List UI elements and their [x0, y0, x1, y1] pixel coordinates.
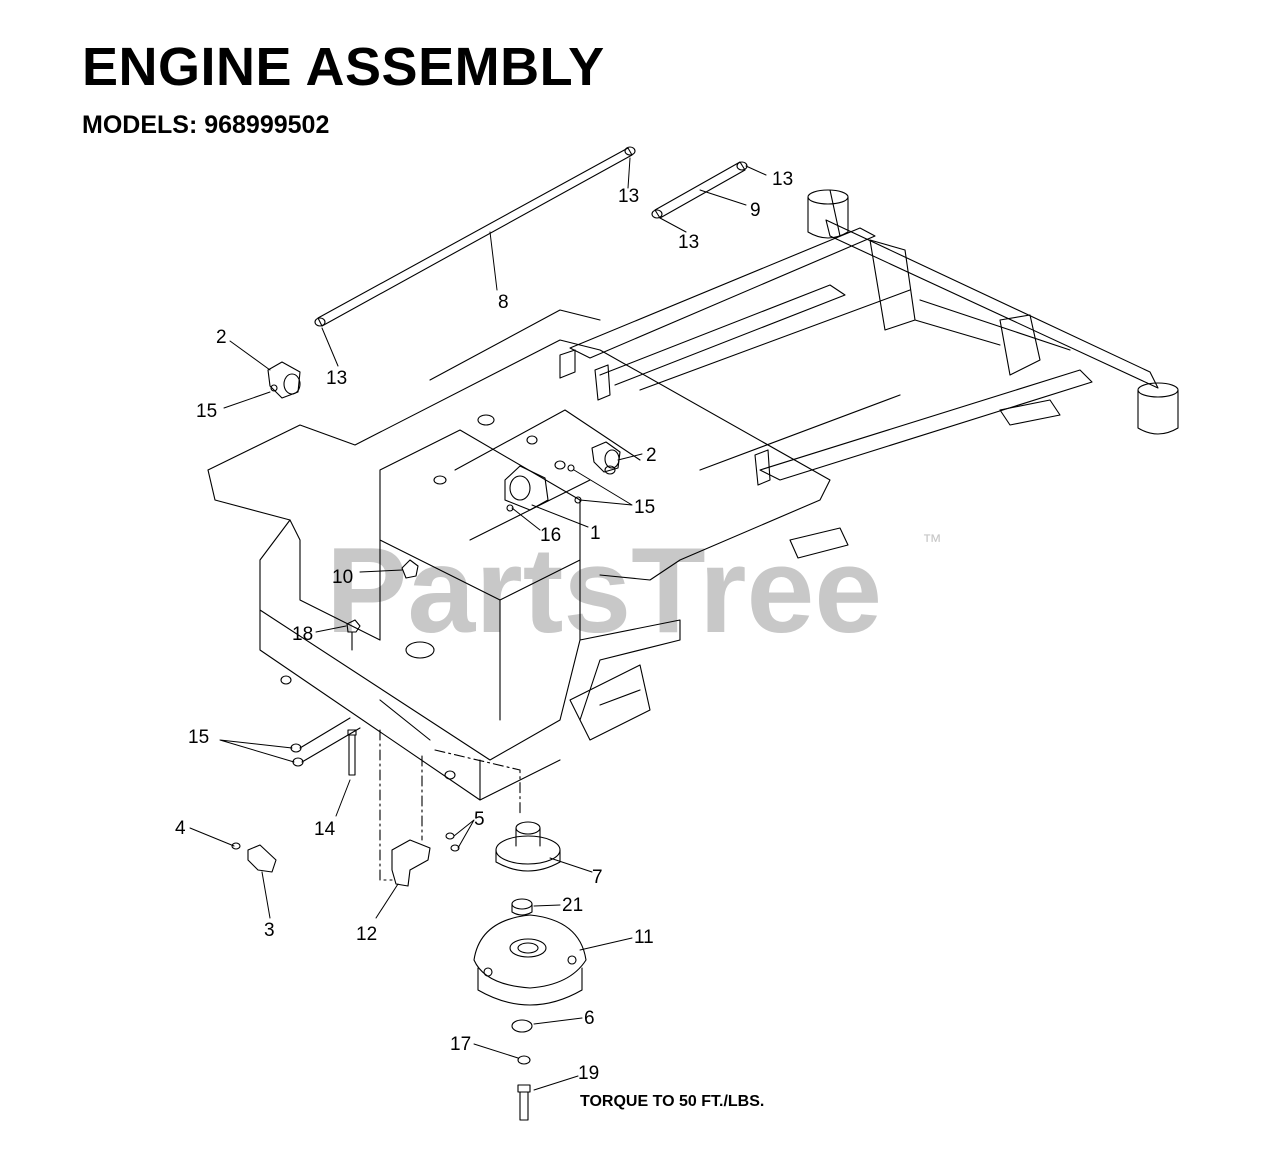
- rod-8: [314, 146, 636, 327]
- callout-15-center: 15: [634, 497, 655, 518]
- clutch-11: [473, 914, 587, 1006]
- callout-2-center: 2: [646, 445, 657, 466]
- callout-15-lower: 15: [188, 727, 209, 748]
- fitting-2-upper: [267, 361, 301, 399]
- torque-note: TORQUE TO 50 FT./LBS.: [580, 1093, 764, 1110]
- bolt-14: [347, 729, 357, 776]
- callout-13-top: 13: [618, 186, 639, 207]
- callout-5: 5: [474, 809, 485, 830]
- spacer-21: [511, 898, 533, 916]
- callout-14: 14: [314, 819, 336, 840]
- callout-6: 6: [584, 1008, 595, 1029]
- callout-15-upper: 15: [196, 401, 217, 422]
- callout-18: 18: [292, 624, 313, 645]
- callout-9: 9: [750, 200, 761, 221]
- rear-frame: [569, 189, 1179, 559]
- callout-1: 1: [590, 523, 601, 544]
- models-subtitle: MODELS: 968999502: [82, 111, 330, 139]
- pulley-7: [495, 821, 561, 872]
- callout-21: 21: [562, 895, 583, 916]
- callout-11: 11: [634, 927, 654, 948]
- washer-6: [511, 1019, 533, 1033]
- bracket-12: [391, 832, 460, 887]
- leader-lines: [189, 157, 767, 1091]
- callout-8: 8: [498, 292, 509, 313]
- callout-19: 19: [578, 1063, 599, 1084]
- callout-2-upper: 2: [216, 327, 227, 348]
- valve-1: [504, 465, 549, 512]
- chassis-frame: [207, 309, 831, 801]
- callout-3: 3: [264, 920, 275, 941]
- callout-10: 10: [332, 567, 353, 588]
- callout-13-mid: 13: [678, 232, 699, 253]
- fitting-10: [401, 559, 419, 579]
- callout-17: 17: [450, 1034, 471, 1055]
- callout-7: 7: [592, 867, 603, 888]
- callout-13-right: 13: [772, 169, 793, 190]
- alignment-lines: [379, 729, 521, 881]
- callout-labels: 2 15 13 13 8 13 9 13 2 15 1 16 10 18 15 …: [175, 169, 793, 1084]
- nuts-15-lower: [290, 717, 361, 767]
- nut-18: [346, 619, 361, 651]
- trademark-symbol: ™: [922, 531, 942, 553]
- callout-4: 4: [175, 818, 186, 839]
- fitting-2-center: [567, 441, 621, 504]
- fitting-3: [231, 842, 277, 873]
- callout-12: 12: [356, 924, 377, 945]
- watermark: PartsTree: [326, 522, 882, 658]
- callout-13-left: 13: [326, 368, 347, 389]
- page-title: ENGINE ASSEMBLY: [82, 37, 605, 97]
- bolt-19: [517, 1084, 531, 1121]
- callout-16: 16: [540, 525, 561, 546]
- lockwasher-17: [517, 1055, 531, 1065]
